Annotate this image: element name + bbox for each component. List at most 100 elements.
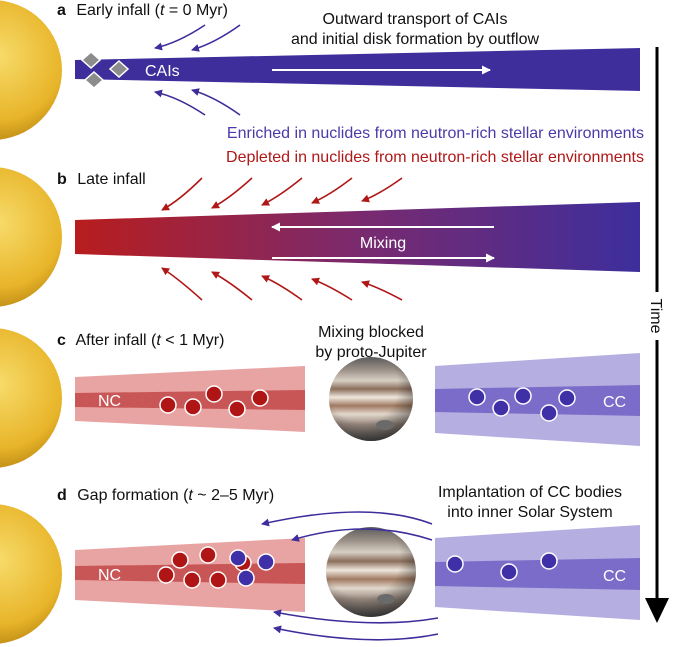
jupiter-spot (377, 594, 395, 604)
implanted-cc-body (237, 569, 255, 587)
title-text: ~ 2–5 Myr) (193, 487, 274, 504)
infall-arrow (211, 271, 253, 301)
sun-c (0, 328, 62, 468)
nc-body (205, 385, 223, 403)
cc-disk-inner (435, 385, 640, 416)
implantation-line2: into inner Solar System (447, 504, 612, 521)
nc-label: NC (98, 393, 121, 410)
panel-a: CAIs a Early infall (t = 0 Myr) Outward … (0, 0, 640, 140)
title-var: t (156, 332, 161, 349)
implantation-arrow (273, 625, 439, 641)
disk-b (75, 202, 640, 272)
nc-body (157, 566, 175, 584)
cc-body (558, 389, 576, 407)
cc-body (492, 399, 510, 417)
infall-arrow (154, 89, 206, 116)
implantation-arrows (261, 511, 439, 641)
cc-body (540, 552, 558, 570)
mixing-label: Mixing (360, 235, 406, 252)
infall-arrow (211, 177, 253, 209)
infall-arrow (311, 177, 353, 204)
time-arrow-head (645, 598, 669, 623)
cai-diamonds (80, 50, 130, 90)
nc-bodies (157, 546, 275, 589)
implanted-cc-body (257, 553, 275, 571)
title-text: After infall ( (75, 332, 157, 349)
mixing-blocked-line1: Mixing blocked (318, 324, 424, 341)
proto-jupiter-d (326, 527, 416, 617)
time-axis: Time (645, 47, 669, 623)
proto-jupiter-c (329, 357, 413, 441)
title-text: Early infall ( (76, 2, 160, 19)
infall-arrow (191, 24, 241, 52)
title-text: Gap formation ( (77, 487, 189, 504)
cc-label: CC (603, 568, 626, 585)
cai-diamond (108, 59, 130, 79)
infall-arrow (311, 277, 353, 301)
panel-letter: b (57, 171, 67, 188)
nc-label: NC (98, 567, 121, 584)
implantation-arrow (273, 609, 439, 624)
cai-diamond (83, 70, 105, 90)
panel-d-title: d Gap formation (t ~ 2–5 Myr) (57, 487, 274, 504)
cc-disk-inner (435, 558, 640, 590)
panel-c-title: c After infall (t < 1 Myr) (57, 332, 224, 349)
late-infall-arrows (161, 177, 403, 301)
cai-diamond (80, 50, 102, 70)
panel-a-title: a Early infall (t = 0 Myr) (57, 2, 228, 19)
panel-letter: a (57, 2, 66, 19)
annotation-outward-line2: and initial disk formation by outflow (291, 31, 540, 48)
implantation-arrow (261, 511, 433, 527)
cc-bodies (446, 552, 558, 581)
implanted-cc-body (229, 549, 247, 567)
nc-body (159, 396, 177, 414)
title-text: < 1 Myr) (161, 332, 225, 349)
infall-arrow (361, 177, 403, 203)
time-label: Time (647, 299, 664, 334)
infall-arrow (361, 280, 403, 301)
panel-d: NC CC (0, 484, 640, 644)
title-text: = 0 Myr) (164, 2, 228, 19)
cc-label: CC (603, 394, 626, 411)
implantation-arrow (291, 528, 433, 542)
infall-arrow (161, 267, 203, 301)
panel-b-title: b Late infall (57, 171, 146, 188)
nc-body (251, 389, 269, 407)
infall-arrow (161, 177, 203, 211)
cc-body (540, 404, 558, 422)
panel-letter: d (57, 487, 67, 504)
cc-body (514, 387, 532, 405)
nc-body (184, 398, 202, 416)
panel-c: NC CC c After infall (t < 1 Myr) (0, 324, 640, 468)
sun-b (0, 167, 62, 307)
infall-arrow (261, 275, 303, 301)
mixing-blocked-line2: by proto-Jupiter (315, 344, 427, 361)
infall-arrow (261, 177, 303, 206)
nc-body (183, 571, 201, 589)
title-var: t (160, 2, 165, 19)
nc-bodies (159, 385, 269, 418)
cai-label: CAIs (145, 63, 180, 80)
cc-body (468, 388, 486, 406)
legend-depleted: Depleted in nuclides from neutron-rich s… (226, 149, 644, 166)
cc-bodies (468, 387, 576, 422)
cc-body (446, 555, 464, 573)
nc-body (228, 400, 246, 418)
panel-b: Mixing b Late infall (0, 167, 640, 307)
sun-a (0, 0, 62, 140)
jupiter-shade (326, 527, 416, 617)
implantation-line1: Implantation of CC bodies (438, 484, 622, 501)
time-label-bg (648, 292, 666, 340)
jupiter-shade (329, 357, 413, 441)
panel-letter: c (57, 332, 66, 349)
nc-body (209, 571, 227, 589)
nc-body (171, 551, 189, 569)
sun-d (0, 504, 62, 644)
nc-body (199, 546, 217, 564)
title-text: Late infall (77, 171, 146, 188)
jupiter-spot (376, 420, 394, 430)
legend-enriched: Enriched in nuclides from neutron-rich s… (227, 125, 644, 142)
title-var: t (188, 487, 193, 504)
cc-body (500, 563, 518, 581)
